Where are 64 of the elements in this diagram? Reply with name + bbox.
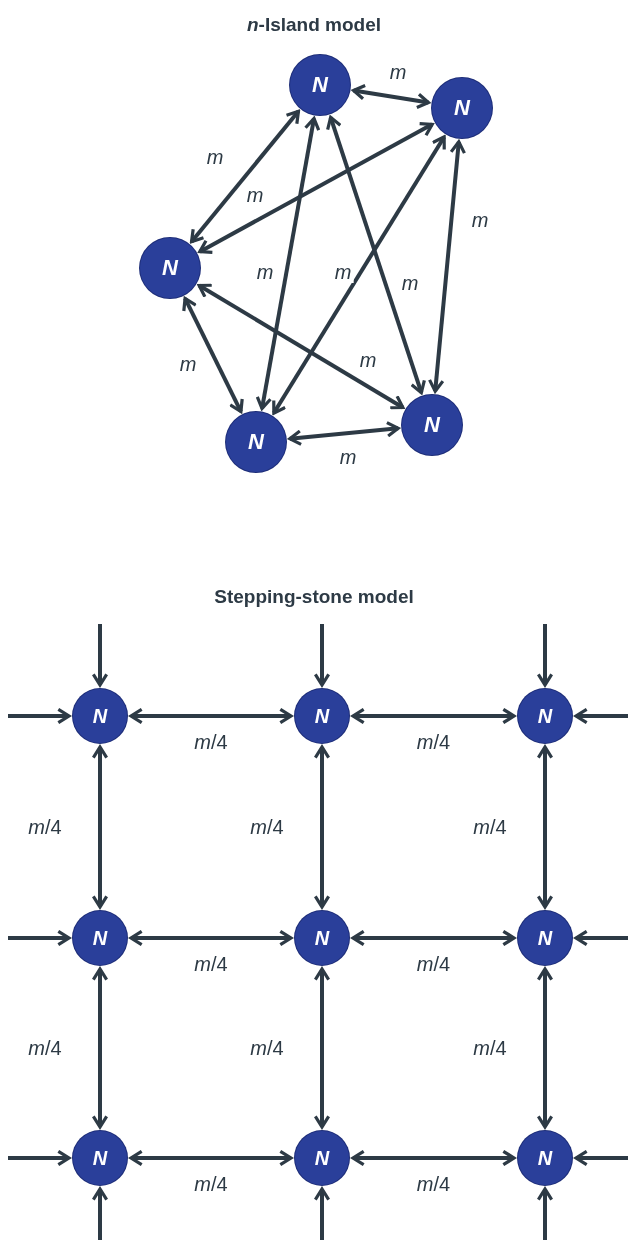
node-label: N [537, 704, 553, 728]
node-label: N [537, 926, 553, 950]
population-circle [140, 238, 200, 298]
arrow [351, 929, 516, 947]
population-circle [73, 689, 127, 743]
population-circle [295, 1131, 349, 1185]
arrow [574, 707, 628, 725]
population-circle [226, 412, 286, 472]
arrow [313, 745, 331, 909]
node-label: N [314, 1146, 330, 1170]
population-circle [518, 689, 572, 743]
arrow [182, 296, 244, 414]
node-label: N [314, 704, 330, 728]
arrow [8, 1149, 71, 1167]
node-label: N [92, 926, 108, 950]
arrow [129, 1149, 293, 1167]
arrow [351, 707, 516, 725]
arrow [427, 140, 467, 393]
arrow [313, 624, 331, 687]
population-circle [73, 911, 127, 965]
population-circle [73, 1131, 127, 1185]
population-circle [290, 55, 350, 115]
arrow [536, 967, 554, 1129]
arrow [574, 929, 628, 947]
arrow [189, 109, 301, 244]
arrow [536, 1187, 554, 1240]
arrow [197, 283, 405, 410]
arrow [91, 745, 109, 909]
arrow [91, 1187, 109, 1240]
arrow [313, 967, 331, 1129]
arrow [91, 967, 109, 1129]
population-circle [295, 689, 349, 743]
arrow [313, 1187, 331, 1240]
arrow [8, 707, 71, 725]
arrow [536, 624, 554, 687]
arrow [351, 83, 431, 110]
arrow [129, 929, 293, 947]
node-label: N [424, 412, 440, 438]
arrow [326, 115, 426, 395]
population-circle [295, 911, 349, 965]
arrow [8, 929, 71, 947]
node-label: N [537, 1146, 553, 1170]
node-label: N [454, 95, 470, 121]
arrow [198, 122, 434, 254]
population-circle [432, 78, 492, 138]
arrow [536, 745, 554, 909]
population-circle [402, 395, 462, 455]
diagram-heading: n-Island model [246, 14, 382, 36]
node-label: N [162, 255, 178, 281]
diagram-heading: Stepping-stone model [214, 586, 414, 608]
arrow [272, 135, 446, 415]
arrow [574, 1149, 628, 1167]
arrow [91, 624, 109, 687]
population-circle [518, 1131, 572, 1185]
node-label: N [314, 926, 330, 950]
node-label: N [92, 1146, 108, 1170]
node-label: N [312, 72, 328, 98]
node-label: N [92, 704, 108, 728]
node-label: N [248, 429, 264, 455]
arrow [351, 1149, 516, 1167]
arrow [129, 707, 293, 725]
arrow [288, 421, 400, 446]
population-circle [518, 911, 572, 965]
arrow [255, 116, 321, 411]
